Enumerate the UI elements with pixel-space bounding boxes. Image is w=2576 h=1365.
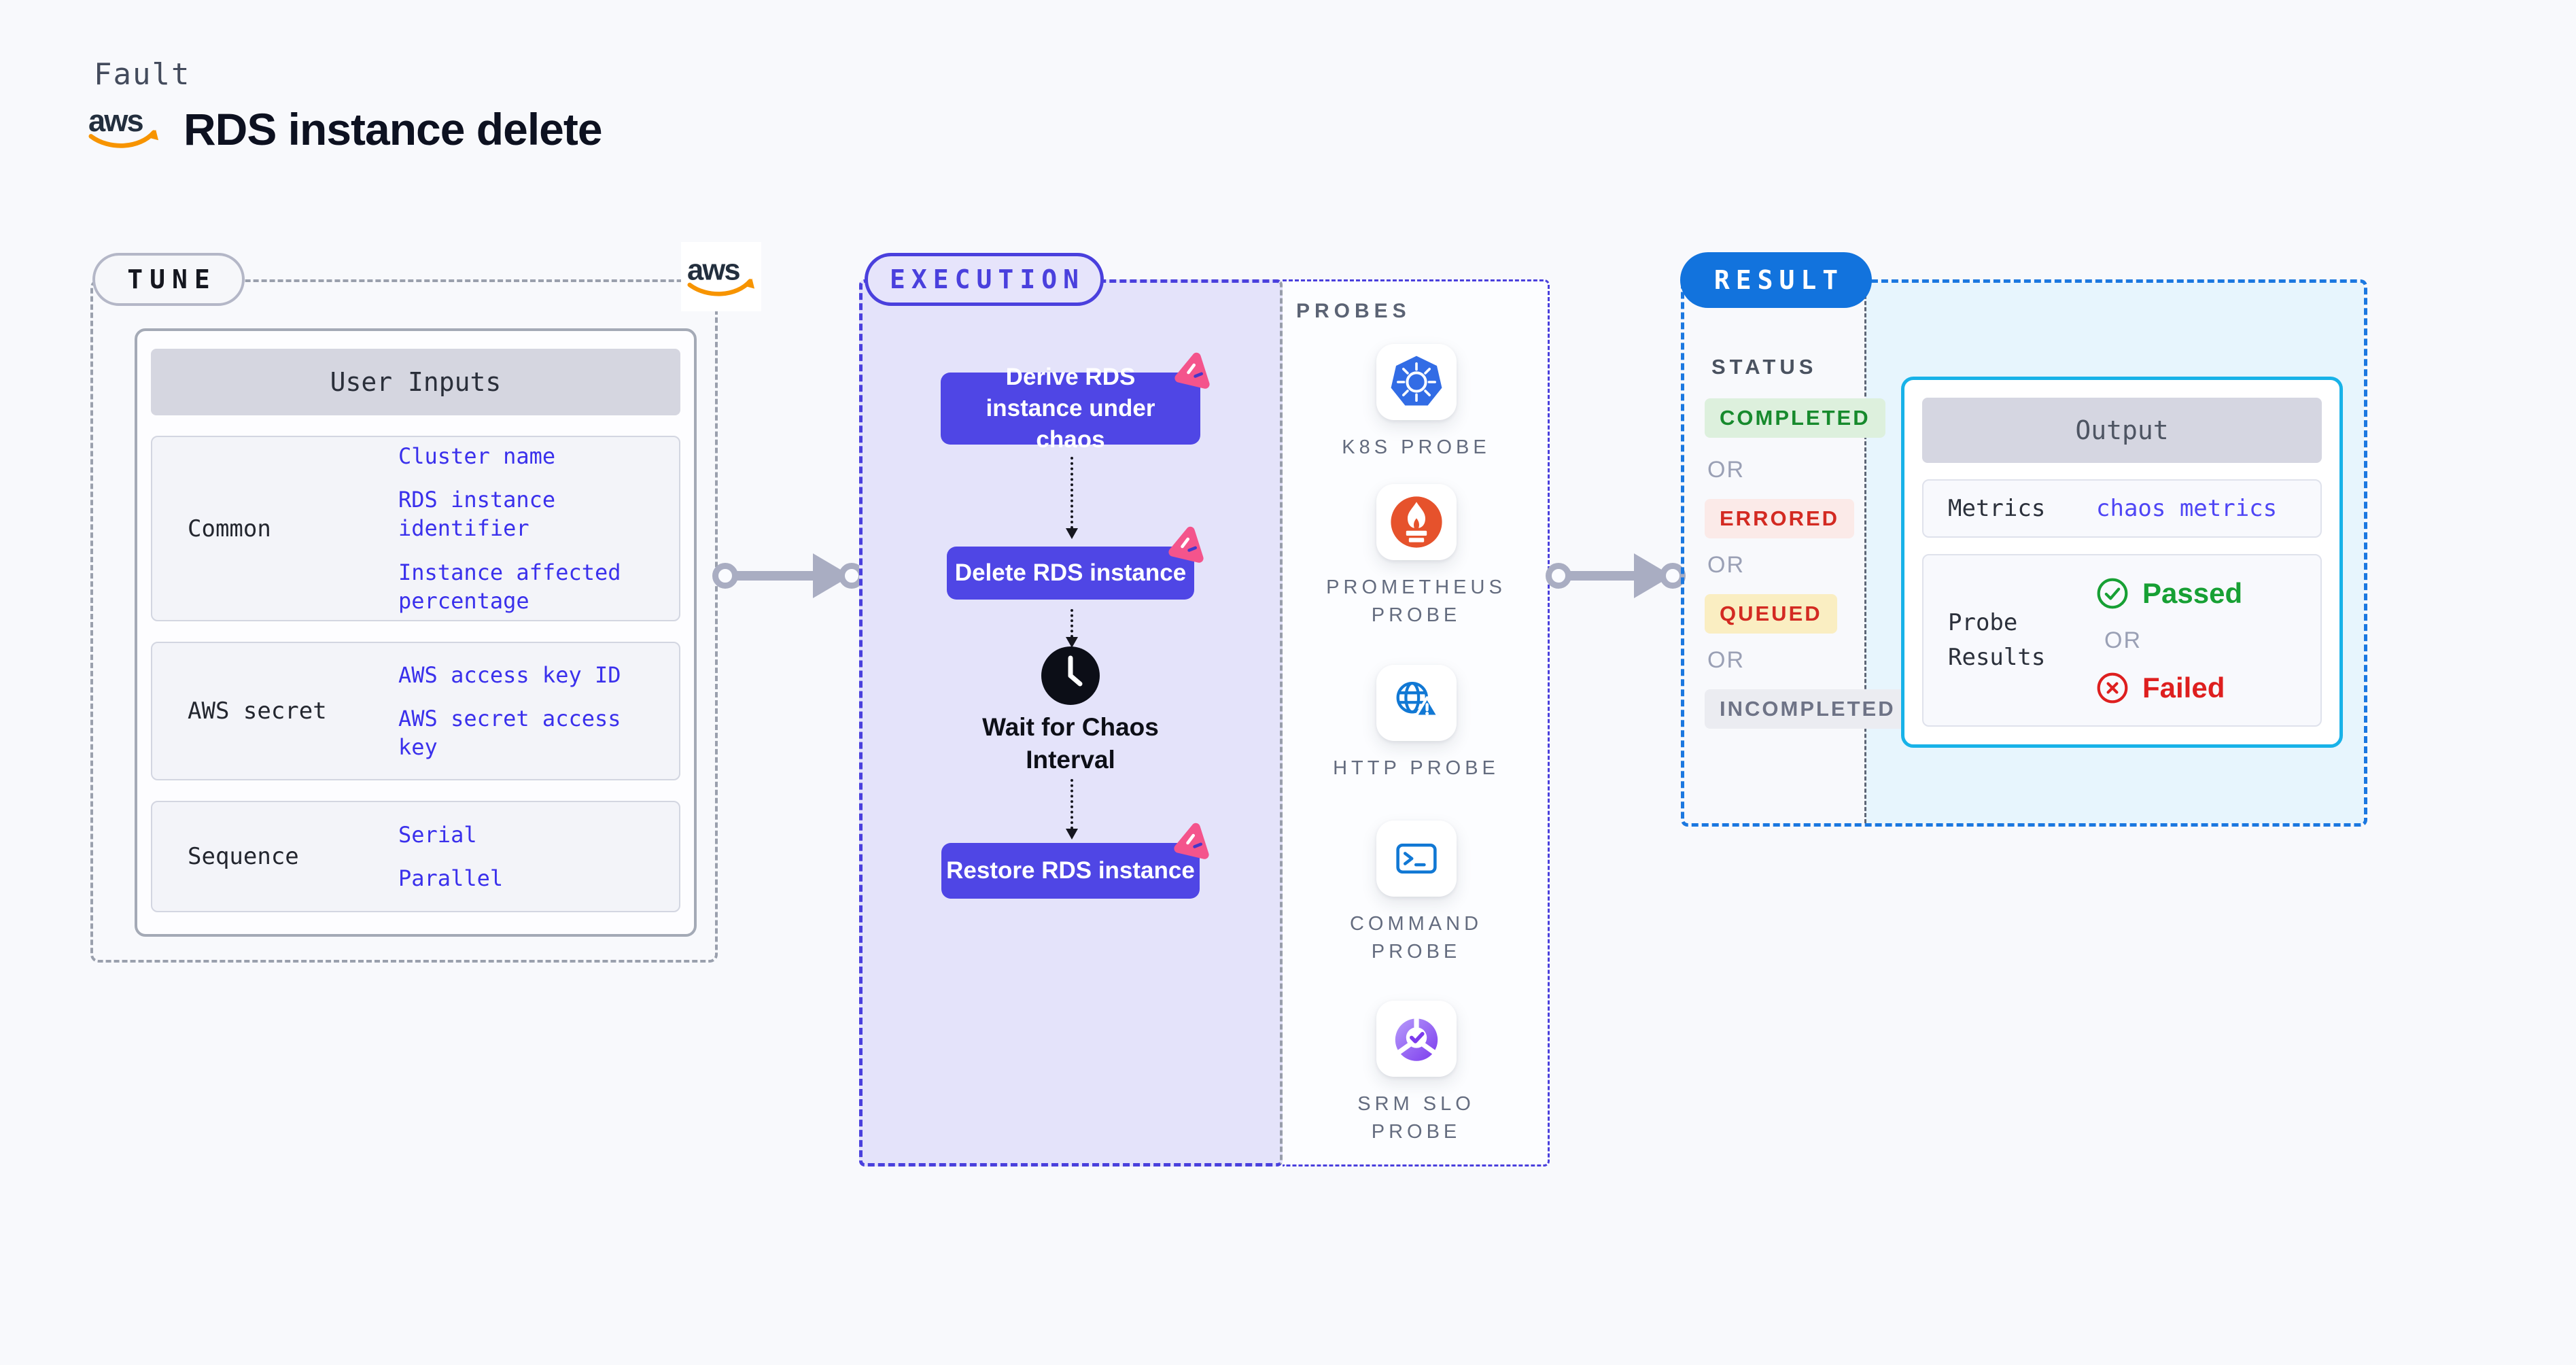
input-link-cluster-name[interactable]: Cluster name [398, 443, 556, 469]
srm-slo-probe-card[interactable] [1376, 1001, 1457, 1077]
aws-logo: aws [88, 103, 159, 155]
output-header: Output [1922, 398, 2322, 463]
or-label: OR [2104, 627, 2142, 653]
aws-badge-text: aws [687, 254, 739, 287]
result-section-pill: RESULT [1680, 252, 1872, 308]
wait-clock-icon [1041, 646, 1100, 706]
tune-section-box [90, 279, 718, 963]
aws-smile-icon [88, 129, 156, 148]
prometheus-icon [1390, 496, 1442, 548]
passed-label: Passed [2142, 576, 2243, 609]
x-circle-icon [2097, 672, 2128, 703]
input-links: AWS access key ID AWS secret access key [398, 661, 679, 762]
chaos-fault-icon [1174, 823, 1209, 859]
tune-to-execution-arrow [712, 547, 865, 604]
kubernetes-icon [1391, 356, 1442, 406]
aws-logo-text: aws [88, 104, 143, 138]
input-row-common: Common Cluster name RDS instance identif… [151, 436, 680, 621]
chaos-fault-icon [1174, 352, 1210, 389]
input-row-label: Common [188, 515, 271, 542]
input-row-label: Sequence [188, 843, 299, 870]
flow-connector [1066, 779, 1078, 840]
step-delete-rds-instance[interactable]: Delete RDS instance [947, 526, 1204, 600]
probe-item-http: HTTP PROBE [1283, 665, 1550, 782]
input-link-aws-secret-access-key[interactable]: AWS secret access key [398, 705, 621, 761]
page-header: aws RDS instance delete [88, 103, 603, 155]
fault-kind-label: Fault [94, 57, 191, 92]
metrics-label: Metrics [1948, 494, 2046, 522]
probe-results-label: Probe Results [1948, 609, 2046, 671]
probe-item-prometheus: PROMETHEUS PROBE [1283, 484, 1550, 629]
aws-smile-icon [687, 279, 752, 296]
terminal-icon [1395, 843, 1437, 874]
execution-section-pill: EXECUTION [865, 253, 1104, 306]
probe-item-k8s: K8S PROBE [1283, 344, 1550, 462]
user-inputs-card: User Inputs Common Cluster name RDS inst… [135, 328, 697, 937]
outcome-failed: Failed [2096, 672, 2320, 704]
wait-step-label: Wait for Chaos Interval [982, 713, 1159, 774]
chaos-fault-icon [1168, 526, 1204, 563]
input-link-serial[interactable]: Serial [398, 821, 477, 848]
probe-outcomes: Passed OR Failed [2096, 557, 2320, 725]
globe-alert-icon [1396, 681, 1440, 718]
output-panel: Output Metrics chaos metrics Probe Resul… [1901, 377, 2343, 748]
probe-item-srm-slo: SRM SLO PROBE [1283, 1001, 1550, 1145]
slo-check-icon [1395, 1017, 1438, 1061]
status-badge-queued: QUEUED [1705, 594, 1837, 634]
outcome-passed: Passed [2096, 577, 2320, 610]
flow-connector [1066, 609, 1078, 648]
or-label: OR [1707, 647, 1745, 673]
output-row-metrics: Metrics chaos metrics [1922, 479, 2322, 538]
tune-section-pill: TUNE [92, 253, 245, 306]
prometheus-probe-card[interactable] [1376, 484, 1457, 560]
input-link-aws-access-key-id[interactable]: AWS access key ID [398, 661, 621, 688]
input-links: Serial Parallel [398, 820, 679, 893]
status-heading: STATUS [1711, 355, 1817, 379]
or-label: OR [1707, 552, 1745, 578]
output-row-probe-results: Probe Results Passed OR Failed [1922, 554, 2322, 727]
input-link-parallel[interactable]: Parallel [398, 865, 504, 891]
step-label: Delete RDS instance [954, 559, 1187, 586]
probe-caption: PROMETHEUS PROBE [1326, 576, 1506, 626]
step-derive-rds-instance[interactable]: Derive RDS instance under chaos [941, 352, 1210, 453]
input-row-label: AWS secret [188, 697, 327, 725]
input-row-sequence: Sequence Serial Parallel [151, 801, 680, 912]
status-badge-completed: COMPLETED [1705, 398, 1885, 438]
probe-item-command: COMMAND PROBE [1283, 820, 1550, 965]
step-label: Restore RDS instance [946, 857, 1195, 884]
k8s-probe-card[interactable] [1376, 344, 1457, 420]
input-row-aws-secret: AWS secret AWS access key ID AWS secret … [151, 642, 680, 780]
flow-connector [1066, 457, 1078, 539]
execution-to-result-arrow [1546, 547, 1686, 604]
command-probe-card[interactable] [1376, 820, 1457, 897]
input-link-instance-affected-percentage[interactable]: Instance affected percentage [398, 559, 621, 614]
or-label: OR [1707, 457, 1745, 483]
aws-provider-badge: aws [681, 242, 761, 311]
result-divider [1864, 283, 1866, 823]
page-title: RDS instance delete [184, 104, 603, 154]
probe-caption: SRM SLO PROBE [1357, 1093, 1475, 1143]
status-badge-incompleted: INCOMPLETED [1705, 689, 1911, 729]
failed-label: Failed [2142, 671, 2225, 704]
probe-caption: K8S PROBE [1342, 436, 1491, 458]
probes-section-label: PROBES [1296, 300, 1411, 322]
probe-caption: HTTP PROBE [1333, 757, 1499, 779]
input-links: Cluster name RDS instance identifier Ins… [398, 442, 679, 615]
chaos-metrics-link[interactable]: chaos metrics [2096, 495, 2278, 522]
step-label: Derive RDS instance under chaos [986, 363, 1155, 453]
status-badge-errored: ERRORED [1705, 499, 1855, 538]
http-probe-card[interactable] [1376, 665, 1457, 741]
probe-caption: COMMAND PROBE [1349, 913, 1483, 963]
input-link-rds-instance-identifier[interactable]: RDS instance identifier [398, 487, 556, 542]
check-circle-icon [2097, 578, 2128, 608]
user-inputs-header: User Inputs [151, 349, 680, 415]
step-restore-rds-instance[interactable]: Restore RDS instance [941, 823, 1209, 899]
result-section-box: STATUS COMPLETED OR ERRORED OR QUEUED OR… [1681, 279, 2367, 827]
